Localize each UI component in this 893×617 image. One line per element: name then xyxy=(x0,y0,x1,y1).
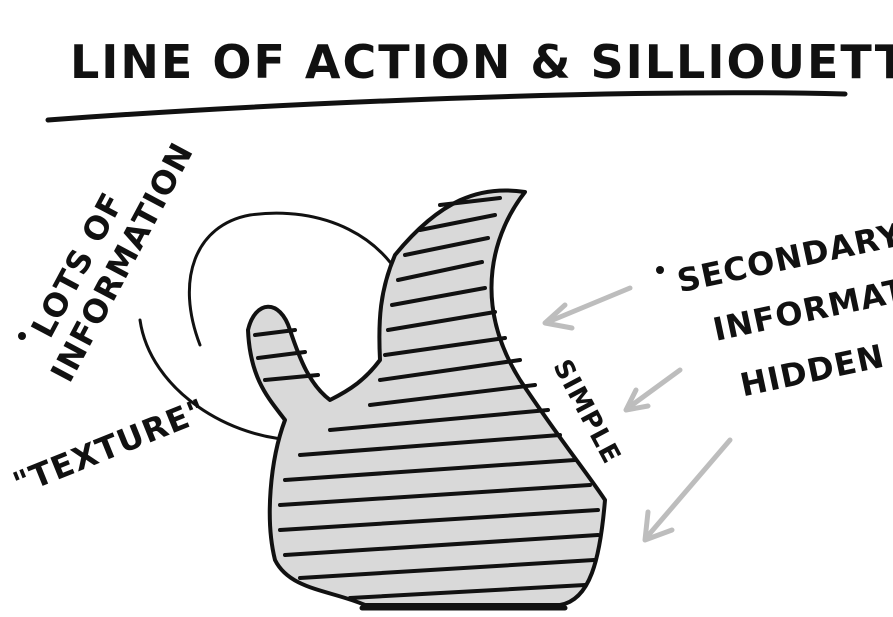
arrow-1-shaft xyxy=(548,288,630,322)
bullet-dot-left xyxy=(18,332,26,340)
arrow-3-shaft xyxy=(646,440,730,538)
left-note-texture: "TEXTURE" xyxy=(8,391,212,503)
left-note: LOTS OF INFORMATION xyxy=(9,118,201,388)
left-note-line3: "TEXTURE" xyxy=(8,391,212,503)
right-note-line3: HIDDEN xyxy=(737,337,888,405)
page-title: LINE OF ACTION & SILLIOUETTE xyxy=(70,35,893,89)
right-note: SECONDARY INFORMATION HIDDEN xyxy=(674,203,893,413)
bullet-dot-right xyxy=(656,266,664,274)
title-underline xyxy=(48,93,845,120)
